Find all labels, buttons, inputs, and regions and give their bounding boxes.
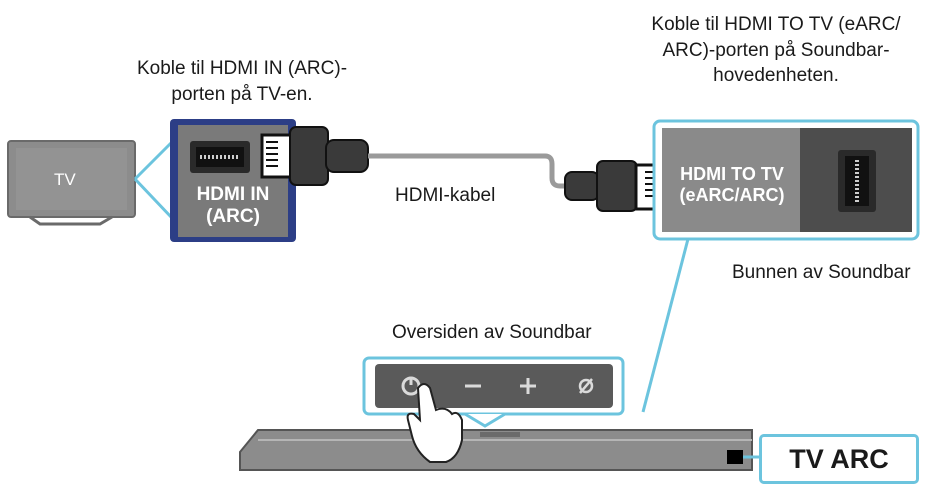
tv-port-instruction-line-2: porten på TV-en.	[171, 83, 313, 105]
hdmi-in-line-1: HDMI IN	[196, 184, 270, 205]
soundbar-bottom-label: Bunnen av Soundbar	[732, 262, 911, 283]
tv-zoom-callout-lines	[133, 140, 174, 220]
soundbar-bottom-callout-line	[641, 238, 690, 413]
finger-pressing-icon	[406, 383, 463, 463]
soundbar-illustration	[239, 429, 753, 471]
hdmi-in-port-label: HDMI IN (ARC)	[178, 184, 288, 228]
soundbar-port-instruction: Koble til HDMI TO TV (eARC/ ARC)-porten …	[636, 12, 916, 89]
cable-label: HDMI-kabel	[395, 185, 496, 206]
soundbar-port-instruction-line-1: Koble til HDMI TO TV (eARC/	[651, 14, 901, 35]
soundbar-top-label: Oversiden av Soundbar	[392, 322, 592, 343]
soundbar-port-instruction-line-3: hovedenheten.	[713, 65, 839, 87]
tv-arc-display: TV ARC	[759, 434, 919, 484]
hdmi-to-tv-line-2: (eARC/ARC)	[679, 184, 785, 205]
hdmi-cable	[260, 126, 666, 212]
soundbar-bottom-panel	[652, 119, 920, 241]
tv-illustration	[7, 140, 136, 226]
soundbar-top-controls-panel	[362, 356, 625, 428]
tv-port-instruction: Koble til HDMI IN (ARC)- porten på TV-en…	[122, 56, 362, 107]
soundbar-port-instruction-line-2: ARC)-porten på Soundbar-	[662, 39, 890, 61]
hdmi-in-line-2: (ARC)	[206, 205, 260, 227]
hdmi-to-tv-port-label: HDMI TO TV (eARC/ARC)	[668, 164, 796, 205]
tv-port-instruction-line-1: Koble til HDMI IN (ARC)-	[136, 58, 348, 79]
hdmi-to-tv-line-1: HDMI TO TV	[680, 164, 784, 184]
input-source-icon[interactable]	[578, 378, 594, 394]
tv-label: TV	[54, 170, 76, 189]
